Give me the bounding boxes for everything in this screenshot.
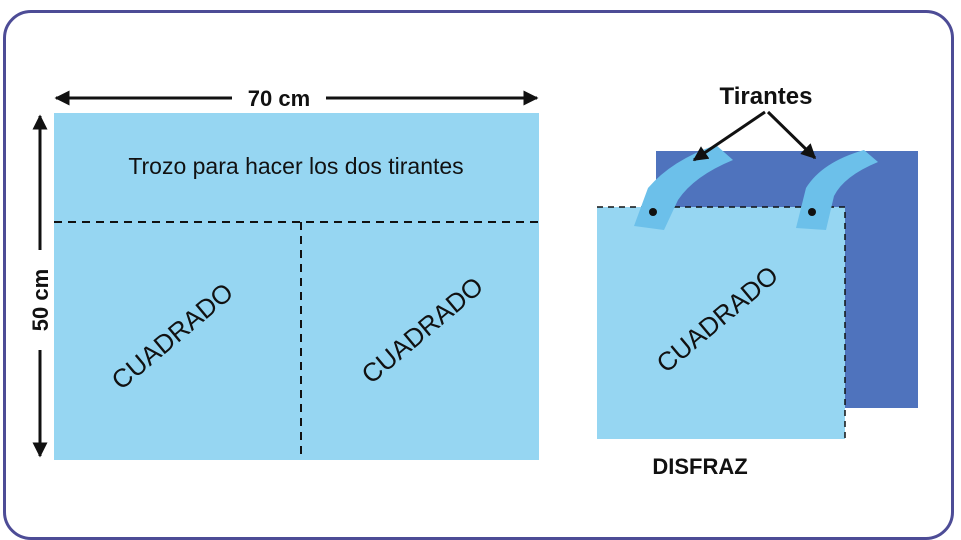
straps-pointer-left — [692, 110, 766, 162]
height-label: 50 cm — [28, 269, 53, 331]
width-label: 70 cm — [248, 86, 310, 111]
front-square — [597, 207, 845, 439]
strap-right — [796, 150, 878, 230]
straps-label: Tirantes — [720, 83, 813, 110]
strap-right-rivet — [808, 208, 816, 216]
fabric-pattern-rect — [54, 113, 539, 460]
front-square-dashed-edge — [597, 206, 846, 439]
strip-label: Trozo para hacer los dos tirantes — [128, 153, 463, 179]
costume-caption: DISFRAZ — [652, 454, 747, 479]
diagram-canvas: 70 cm 50 cm Trozo para hacer los dos tir… — [28, 83, 918, 479]
straps-pointer-right — [766, 110, 817, 160]
strap-left-rivet — [649, 208, 657, 216]
strap-left — [634, 145, 733, 230]
